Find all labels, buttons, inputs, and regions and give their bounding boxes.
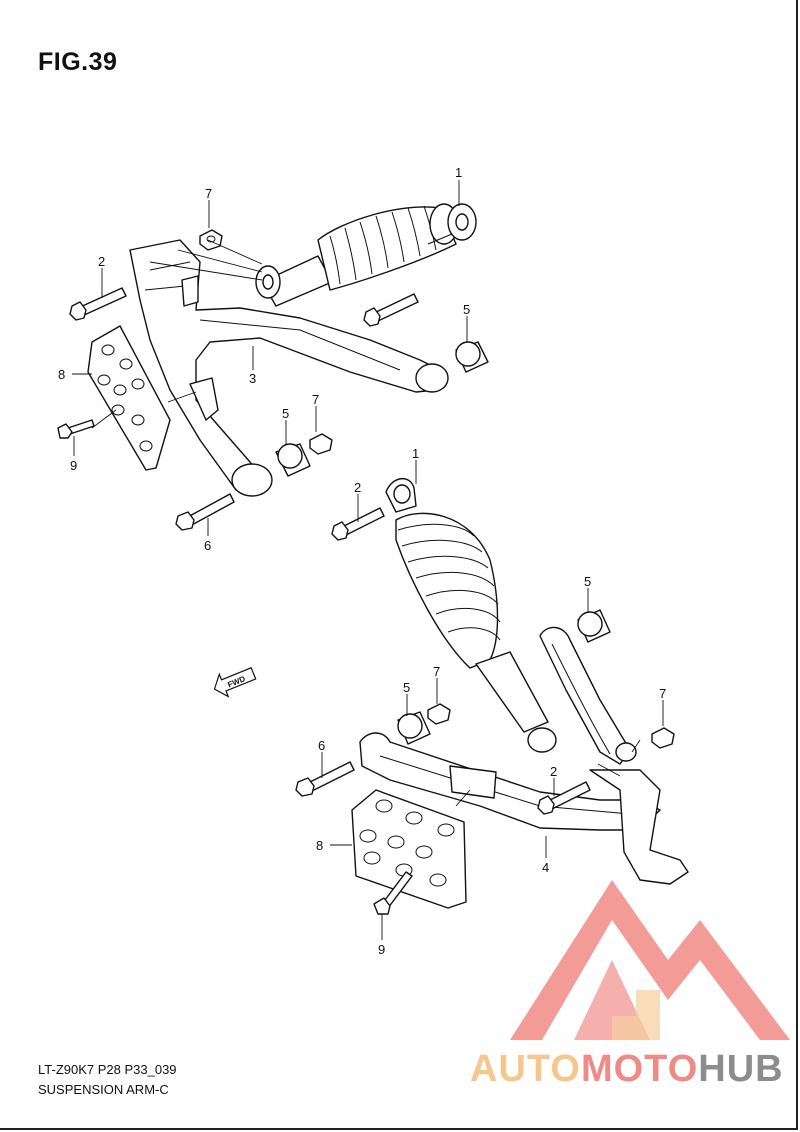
callout-9-lower: 9: [378, 942, 385, 957]
bolt-2-lower-right: [537, 781, 591, 815]
shock-absorber-lower: [385, 478, 557, 753]
nut-7-lower-right: [651, 727, 675, 749]
bushing-5-upper-right: [455, 341, 489, 373]
forward-direction-arrow: FWD: [213, 667, 257, 698]
callout-9-upper: 9: [70, 458, 77, 473]
watermark-part-auto: AUTO: [470, 1048, 581, 1090]
upper-assembly: [57, 203, 489, 531]
bolt-2-lower-left: [331, 507, 385, 541]
callout-2-upper: 2: [98, 254, 105, 269]
callout-7-lower-left: 7: [433, 664, 440, 679]
bolt-upper-right: [363, 293, 419, 327]
callout-labels: 1 7 2 5 8 3 9 5 7 6 1 2 5 7 5 7 6 2 8 4 …: [58, 165, 666, 957]
step-plate-upper: [87, 325, 171, 471]
callout-5-upper-right: 5: [463, 302, 470, 317]
callout-4: 4: [542, 860, 549, 875]
automotohub-logo-mark: [510, 880, 790, 1040]
callout-7-upper-mid: 7: [312, 392, 319, 407]
shock-absorber-upper: [255, 203, 477, 307]
upright-arm-lower: [539, 626, 637, 765]
callout-6-upper: 6: [204, 538, 211, 553]
bushing-5-lower-left: [397, 711, 431, 745]
callout-2-lower-right: 2: [550, 764, 557, 779]
nut-7-lower-left: [427, 703, 451, 725]
watermark-part-hub: HUB: [698, 1048, 784, 1090]
callout-7-lower-right: 7: [659, 686, 666, 701]
lower-assembly: [295, 478, 689, 915]
callout-8-upper: 8: [58, 367, 65, 382]
nut-7-upper: [199, 229, 223, 251]
callout-5-upper-mid: 5: [282, 406, 289, 421]
bushing-5-upper-mid: [275, 443, 311, 477]
screw-9-upper: [57, 419, 95, 439]
callout-1-upper: 1: [455, 165, 462, 180]
bolt-2-upper: [69, 287, 127, 321]
automotohub-watermark-text: AUTOMOTOHUB: [470, 1048, 784, 1091]
figure-caption: SUSPENSION ARM-C: [38, 1082, 169, 1097]
bolt-6-lower: [295, 761, 355, 797]
bolt-6-upper: [175, 493, 235, 531]
nut-7-upper-mid: [309, 433, 333, 455]
callout-8-lower: 8: [316, 838, 323, 853]
swing-arm-upper: [129, 239, 449, 497]
figure-title: FIG.39: [38, 48, 118, 76]
callout-5-lower-left: 5: [403, 680, 410, 695]
step-plate-lower: [351, 789, 467, 909]
watermark-part-moto: MOTO: [580, 1048, 699, 1090]
callout-6-lower: 6: [318, 738, 325, 753]
model-code: LT-Z90K7 P28 P33_039: [38, 1062, 177, 1077]
callout-2-lower-left: 2: [354, 480, 361, 495]
callout-1-lower: 1: [412, 446, 419, 461]
screw-9-lower: [373, 871, 413, 915]
callout-5-lower-right: 5: [584, 574, 591, 589]
callout-3: 3: [249, 371, 256, 386]
callout-7-upper: 7: [205, 186, 212, 201]
bushing-5-lower-right: [577, 609, 611, 643]
